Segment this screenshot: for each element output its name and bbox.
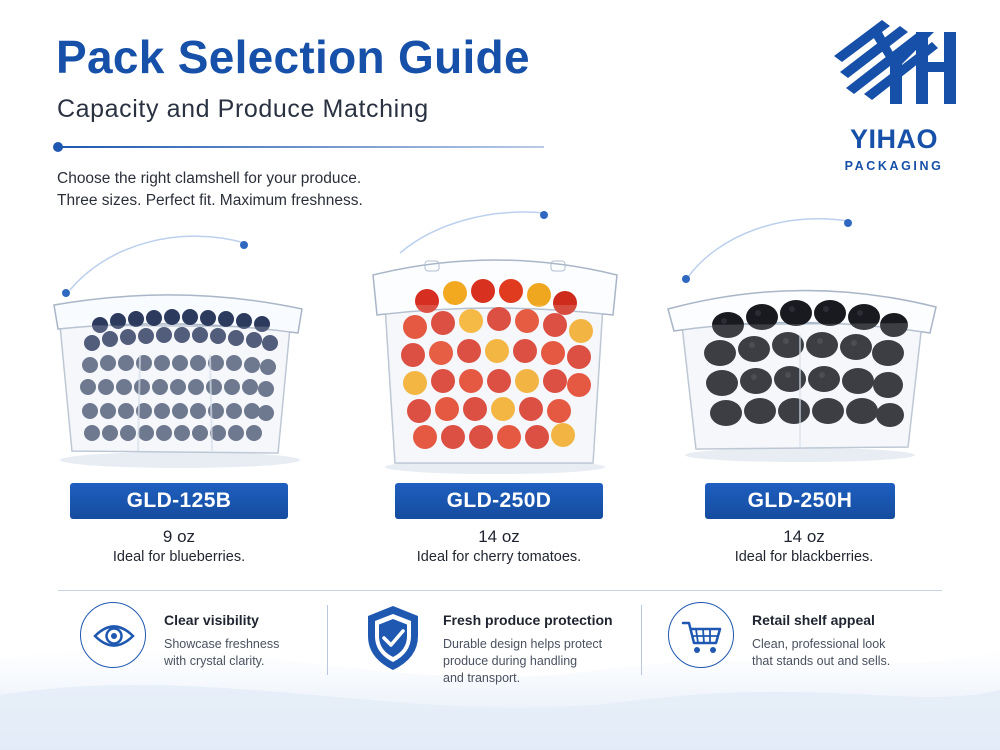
product-capacity: 14 oz — [783, 527, 825, 546]
feature-divider — [641, 605, 642, 675]
feature-desc-line: with crystal clarity. — [164, 654, 265, 668]
feature-description: Showcase freshness with crystal clarity. — [164, 636, 279, 670]
feature-desc-line: Clean, professional look — [752, 637, 886, 651]
product-card-gld-250h: GLD-250H 14 oz Ideal for blackberries. — [660, 205, 940, 580]
product-card-gld-125b: GLD-125B 9 oz Ideal for blueberries. — [40, 205, 320, 580]
feature-title: Clear visibility — [164, 612, 259, 628]
feature-divider — [327, 605, 328, 675]
brand-mark-icon — [834, 20, 956, 104]
feature-clear-visibility: Clear visibility Showcase freshness with… — [80, 600, 320, 690]
shield-check-icon — [360, 602, 426, 670]
intro-line-1: Choose the right clamshell for your prod… — [57, 170, 362, 187]
blueberry-clamshell-image — [53, 235, 303, 468]
feature-retail-appeal: Retail shelf appeal Clean, professional … — [668, 600, 928, 690]
eye-icon — [80, 602, 146, 668]
feature-title: Fresh produce protection — [443, 612, 613, 628]
feature-fresh-protection: Fresh produce protection Durable design … — [360, 600, 635, 690]
product-code-badge: GLD-125B — [70, 483, 288, 519]
intro-line-2: Three sizes. Perfect fit. Maximum freshn… — [57, 192, 363, 209]
feature-desc-line: Durable design helps protect — [443, 637, 603, 651]
feature-description: Clean, professional look that stands out… — [752, 636, 890, 670]
brand-tagline: PACKAGING — [844, 159, 944, 173]
product-ideal-use: Ideal for blackberries. — [734, 549, 874, 565]
product-card-gld-250d: GLD-250D 14 oz Ideal for cherry tomatoes… — [355, 205, 635, 580]
intro-text: Choose the right clamshell for your prod… — [57, 168, 363, 212]
feature-description: Durable design helps protect produce dur… — [443, 636, 602, 687]
shopping-cart-icon — [668, 602, 734, 668]
feature-desc-line: Showcase freshness — [164, 637, 280, 651]
brand-name: YIHAO — [849, 124, 938, 154]
product-code-badge: GLD-250H — [705, 483, 895, 519]
tomato-clamshell-image — [372, 211, 618, 474]
feature-desc-line: produce during handling — [443, 654, 578, 668]
brand-logo: YIHAO PACKAGING — [824, 18, 964, 178]
page-title: Pack Selection Guide — [56, 31, 530, 83]
background-wave — [0, 648, 1000, 750]
product-ideal-use: Ideal for blueberries. — [112, 549, 246, 565]
blackberry-clamshell-image — [667, 217, 937, 462]
divider-dot — [53, 142, 63, 152]
product-code-badge: GLD-250D — [395, 483, 603, 519]
page-subtitle: Capacity and Produce Matching — [57, 95, 429, 123]
product-capacity: 9 oz — [162, 527, 196, 546]
feature-desc-line: that stands out and sells. — [752, 654, 891, 668]
product-ideal-use: Ideal for cherry tomatoes. — [416, 549, 582, 565]
title-divider — [60, 146, 544, 148]
feature-title: Retail shelf appeal — [752, 612, 875, 628]
feature-desc-line: and transport. — [443, 671, 521, 685]
product-capacity: 14 oz — [478, 527, 520, 546]
section-divider — [58, 590, 942, 591]
